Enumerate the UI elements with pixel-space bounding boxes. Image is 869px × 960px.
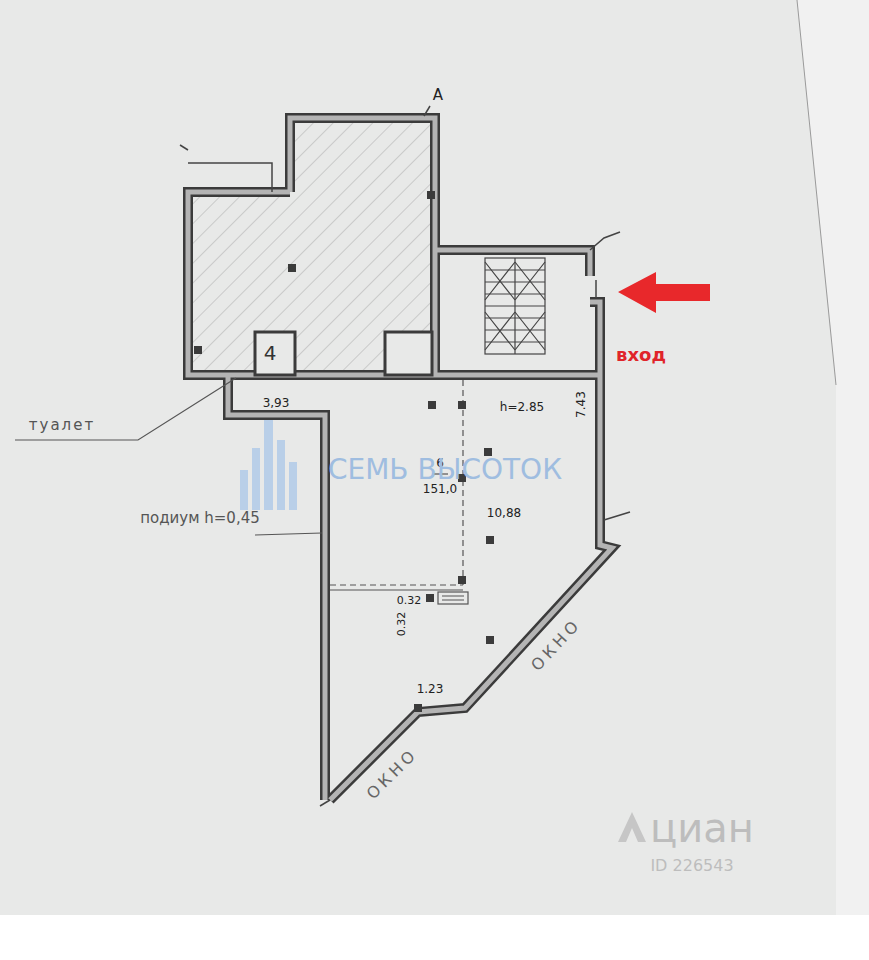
small-rooms: [255, 332, 432, 375]
stairs-symbol: [485, 258, 545, 354]
ceiling-height: h=2.85: [500, 401, 544, 414]
watermark-logo: [618, 812, 646, 842]
column-size: 0.32: [396, 612, 408, 637]
entrance-arrow: [618, 272, 710, 313]
room-note: туалет: [29, 417, 95, 434]
dimension: 1.23: [417, 683, 444, 696]
window-label: ОКНО: [363, 745, 421, 803]
dimension: 7.43: [574, 392, 587, 419]
wall-stubs: [180, 106, 630, 806]
entrance-label: вход: [616, 345, 666, 365]
watermark: ID 226543: [650, 857, 733, 875]
dimension: 3,93: [263, 397, 290, 410]
podium-note: подиум h=0,45: [140, 510, 260, 527]
watermark-icon: [240, 420, 297, 510]
dimension: 10,88: [487, 507, 521, 520]
columns: [194, 191, 494, 712]
watermark: СЕМЬ ВЫСОТОК: [328, 455, 562, 486]
column-size: 0.32: [397, 595, 422, 607]
room-number: 4: [264, 342, 277, 364]
bottom-band: [0, 915, 869, 960]
walls: [188, 118, 612, 800]
podium-outline: [330, 380, 468, 604]
axis-label: А: [433, 87, 443, 104]
window-label: ОКНО: [528, 615, 585, 674]
hatched-room: [188, 118, 435, 375]
paper-edge: [797, 0, 836, 385]
paper-margin: [797, 0, 869, 915]
watermark: циан: [650, 806, 754, 850]
